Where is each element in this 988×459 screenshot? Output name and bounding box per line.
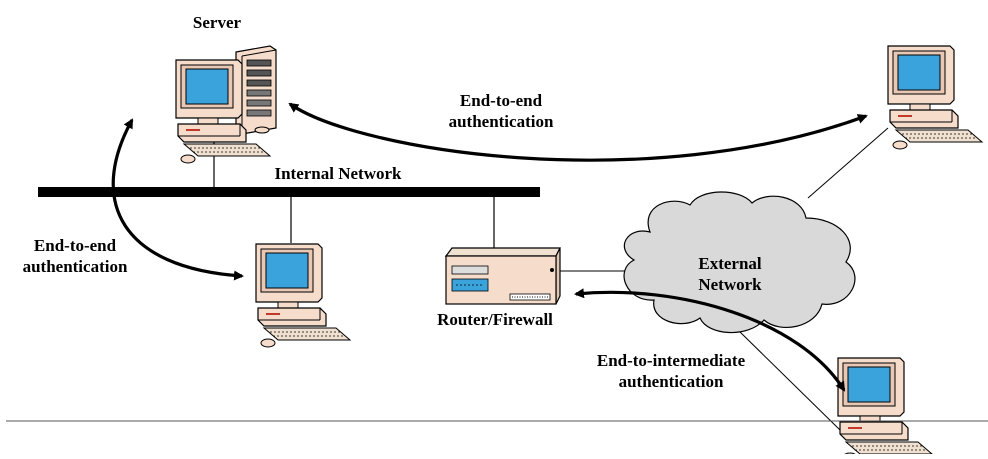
internal-network-label: Internal Network	[274, 164, 402, 183]
router-firewall-icon	[444, 247, 561, 305]
remote-workstation-icon	[887, 45, 983, 150]
e2e-top-label-line2: authentication	[448, 112, 554, 131]
cloud-remote1-link	[807, 127, 889, 199]
authentication-arrows	[111, 102, 868, 392]
e2i-label-line2: authentication	[618, 372, 724, 391]
e2e-left-label: End-to-end authentication	[0, 235, 150, 277]
e2e-top-label: End-to-end authentication	[412, 90, 590, 132]
internal-network-bus	[38, 187, 540, 197]
e2i-arrow	[574, 288, 846, 392]
e2e-top-arrow	[288, 102, 868, 162]
external-network-label-line1: External	[698, 254, 762, 273]
remote-workstation-icon	[837, 357, 933, 459]
external-network-label-line2: Network	[698, 275, 762, 294]
server-icon	[175, 45, 277, 164]
e2e-left-arrow	[111, 118, 244, 281]
e2i-label: End-to-intermediate authentication	[566, 350, 776, 392]
e2e-left-label-line2: authentication	[22, 257, 128, 276]
server-label: Server	[192, 13, 242, 32]
router-firewall-label: Router/Firewall	[437, 310, 553, 329]
e2e-left-label-line1: End-to-end	[33, 236, 117, 255]
external-network-label: External Network	[686, 253, 774, 295]
workstation-icon	[255, 243, 351, 348]
e2i-label-line1: End-to-intermediate	[596, 351, 746, 370]
e2e-top-label-line1: End-to-end	[459, 91, 543, 110]
